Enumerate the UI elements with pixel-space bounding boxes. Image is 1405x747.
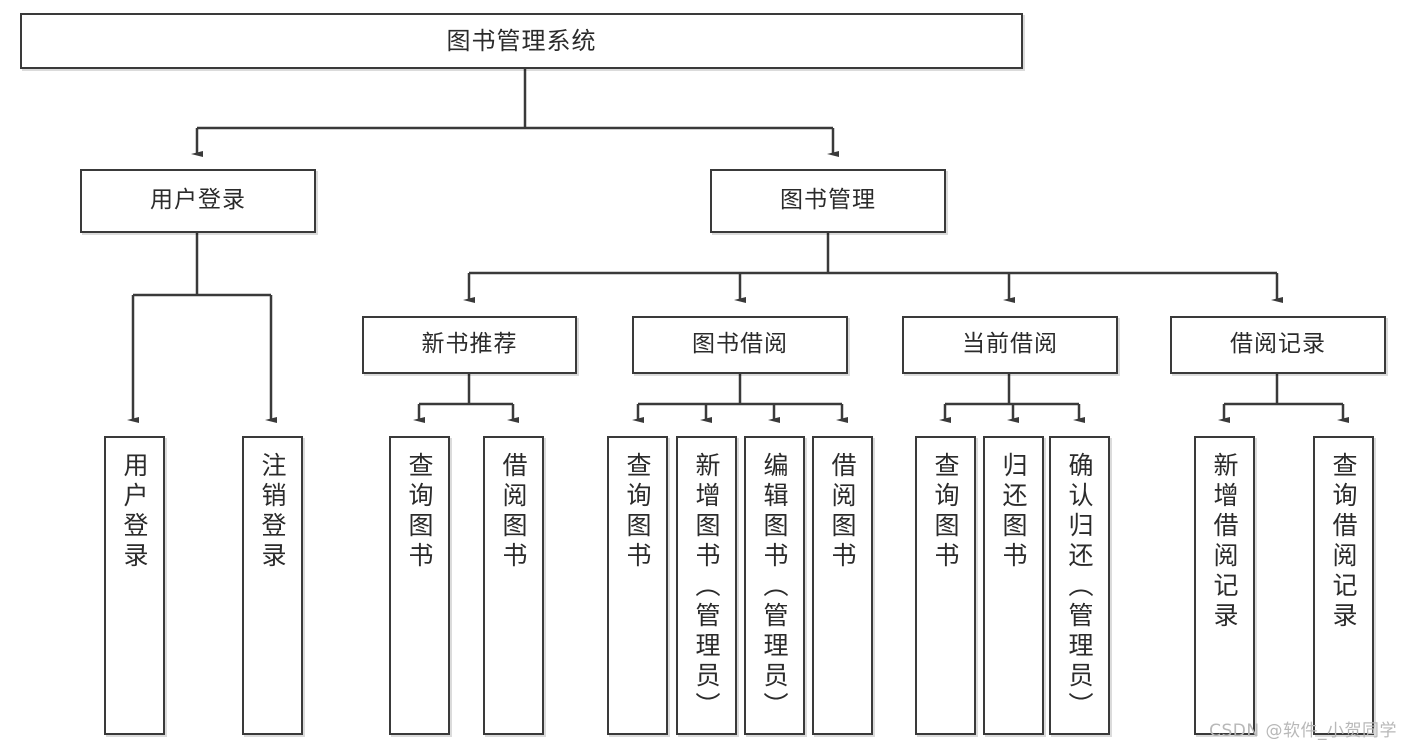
- leaf-query-book-new[interactable]: 查询图书: [389, 436, 450, 735]
- node-label: 借阅记录: [1230, 331, 1326, 358]
- node-label: 新增图书（管理员）: [692, 452, 721, 722]
- node-new-book-recommend[interactable]: 新书推荐: [362, 316, 577, 374]
- node-label: 图书管理: [780, 187, 876, 214]
- leaf-add-book-admin[interactable]: 新增图书（管理员）: [676, 436, 737, 735]
- node-label: 用户登录: [120, 452, 149, 572]
- node-label: 当前借阅: [962, 331, 1058, 358]
- node-label: 查询图书: [623, 452, 652, 572]
- leaf-borrow-book-new[interactable]: 借阅图书: [483, 436, 544, 735]
- node-label: 编辑图书（管理员）: [760, 452, 789, 722]
- leaf-query-borrow-record[interactable]: 查询借阅记录: [1313, 436, 1374, 735]
- node-label: 注销登录: [258, 452, 287, 572]
- node-label: 图书借阅: [692, 331, 788, 358]
- leaf-user-login[interactable]: 用户登录: [104, 436, 165, 735]
- node-user-login[interactable]: 用户登录: [80, 169, 316, 233]
- node-label: 借阅图书: [828, 452, 857, 572]
- leaf-query-book[interactable]: 查询图书: [607, 436, 668, 735]
- node-label: 借阅图书: [499, 452, 528, 572]
- leaf-confirm-return-admin[interactable]: 确认归还（管理员）: [1049, 436, 1110, 735]
- node-label: 查询图书: [405, 452, 434, 572]
- node-borrow-records[interactable]: 借阅记录: [1170, 316, 1386, 374]
- node-label: 图书管理系统: [446, 26, 597, 55]
- node-label: 新书推荐: [421, 331, 518, 358]
- leaf-logout[interactable]: 注销登录: [242, 436, 303, 735]
- leaf-add-borrow-record[interactable]: 新增借阅记录: [1194, 436, 1255, 735]
- watermark: CSDN @软件_小贺同学: [1209, 721, 1397, 741]
- node-label: 归还图书: [999, 452, 1028, 572]
- node-label: 确认归还（管理员）: [1065, 452, 1094, 722]
- leaf-borrow-book[interactable]: 借阅图书: [812, 436, 873, 735]
- leaf-return-book[interactable]: 归还图书: [983, 436, 1044, 735]
- node-label: 用户登录: [150, 187, 246, 214]
- node-book-management[interactable]: 图书管理: [710, 169, 946, 233]
- node-label: 查询图书: [931, 452, 960, 572]
- node-book-borrow[interactable]: 图书借阅: [632, 316, 848, 374]
- node-label: 查询借阅记录: [1329, 452, 1358, 632]
- node-current-borrow[interactable]: 当前借阅: [902, 316, 1118, 374]
- node-root-system[interactable]: 图书管理系统: [20, 13, 1023, 69]
- node-label: 新增借阅记录: [1210, 452, 1239, 632]
- leaf-edit-book-admin[interactable]: 编辑图书（管理员）: [744, 436, 805, 735]
- leaf-query-book-current[interactable]: 查询图书: [915, 436, 976, 735]
